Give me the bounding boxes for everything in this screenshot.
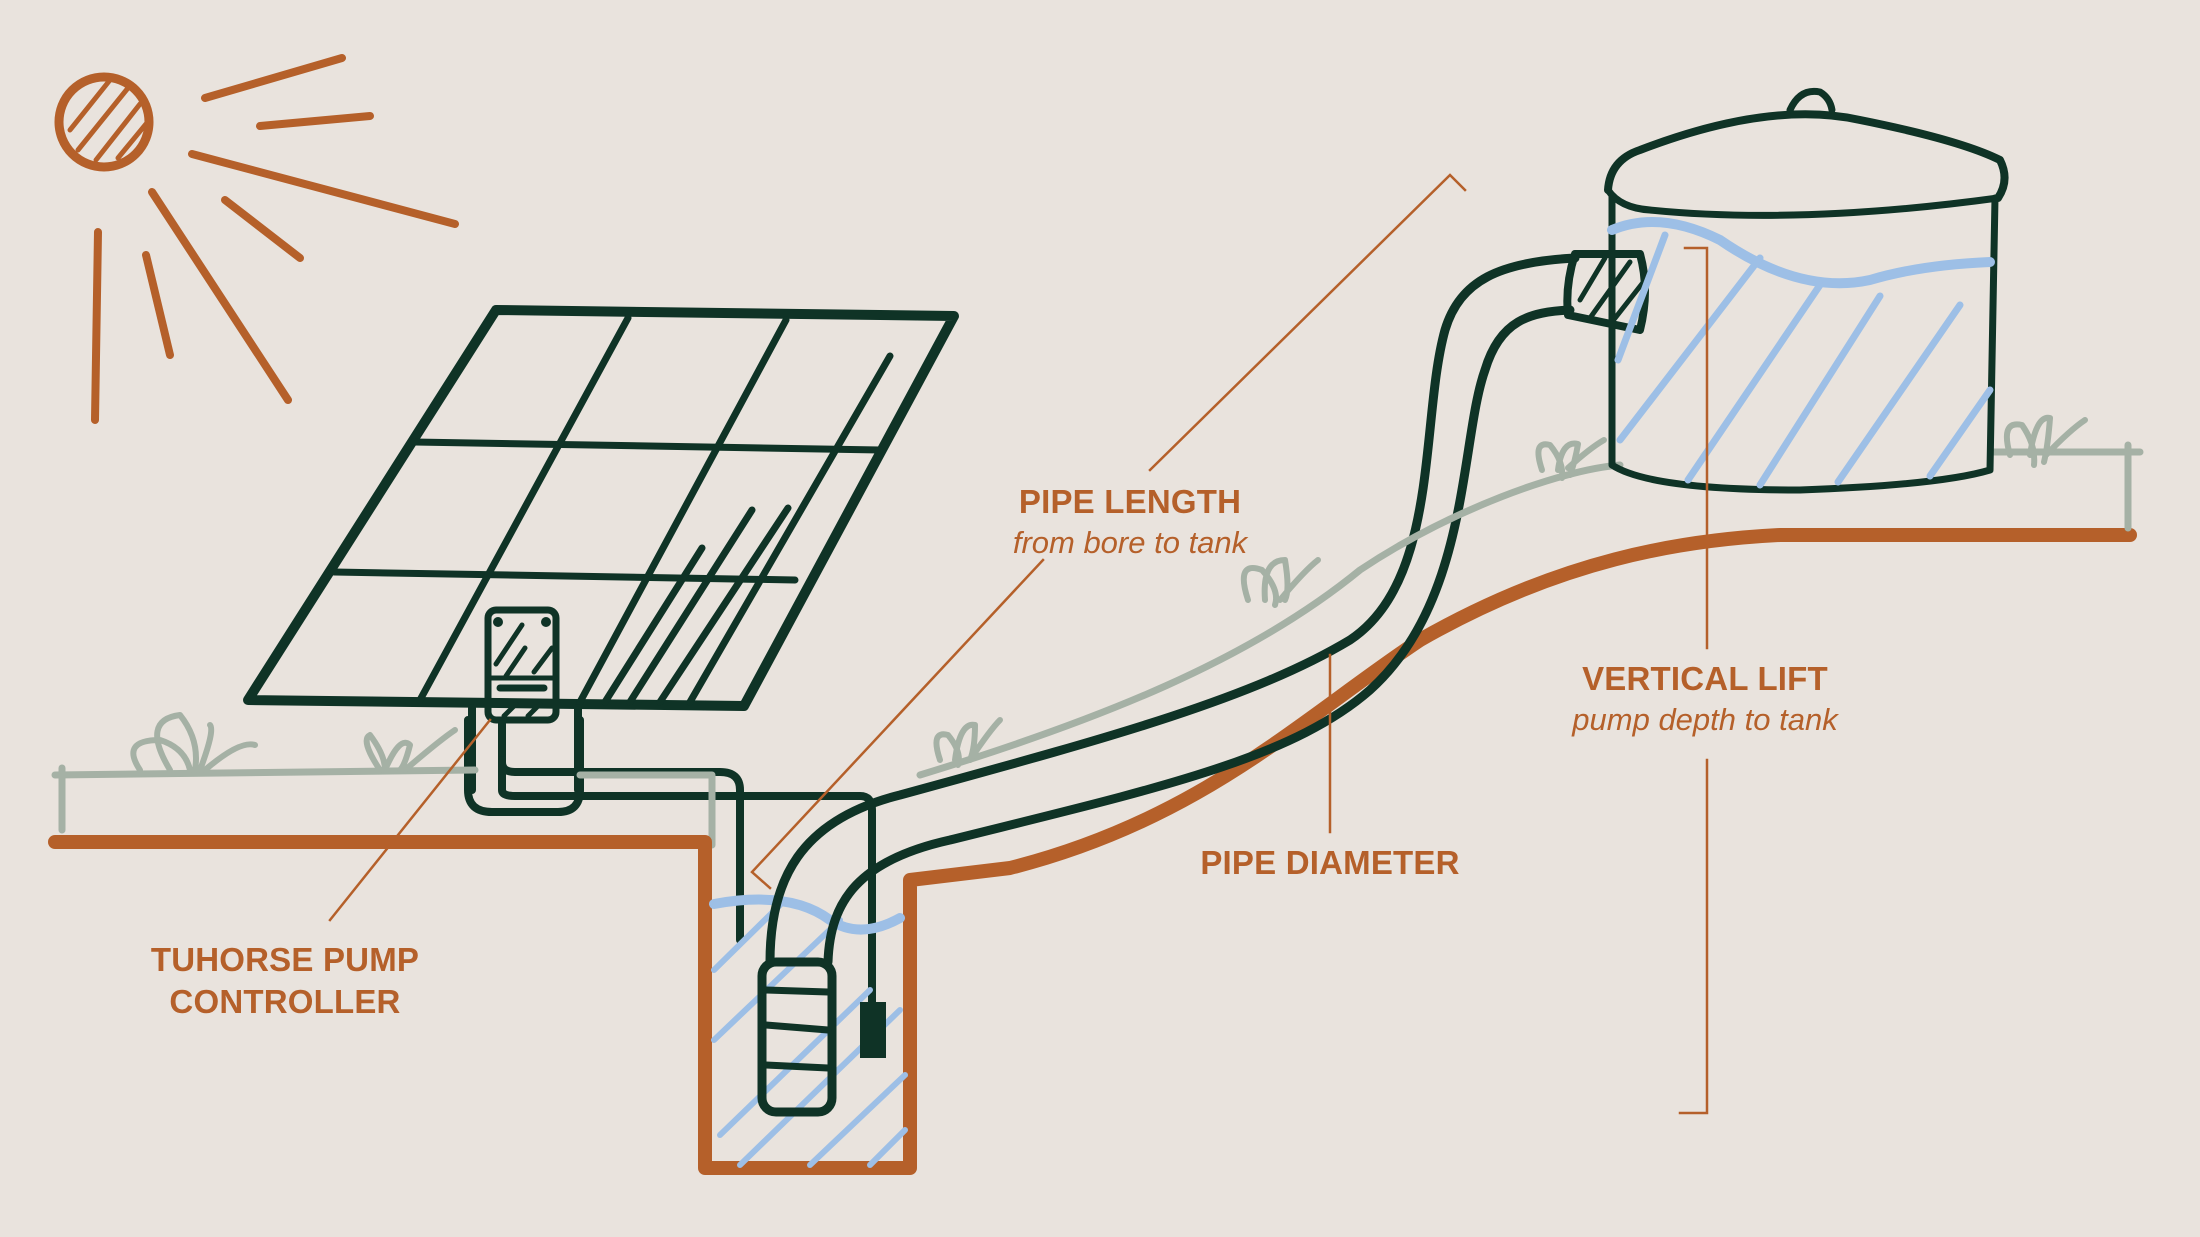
sun-disc [54,72,154,172]
vertical-lift-label: VERTICAL LIFT pump depth to tank [1535,658,1875,740]
pipe-diameter-label: PIPE DIAMETER [1185,842,1475,884]
ground-left [48,528,2137,1175]
controller-label: TUHORSE PUMP CONTROLLER [125,939,445,1023]
sun-hatching [67,77,149,163]
ground-right [916,414,2144,779]
delivery-pipe [765,250,1649,967]
float-switch [860,1002,886,1058]
pipe-diameter-title: PIPE DIAMETER [1200,844,1460,881]
controller-title-line1: TUHORSE PUMP [150,941,420,978]
pipe-length-label: PIPE LENGTH from bore to tank [960,481,1300,563]
water-tank [1604,87,2009,494]
sun-icon [54,54,459,424]
pump-controller [464,606,876,1044]
submersible-pump [757,957,837,1117]
vertical-lift-subtitle: pump depth to tank [1572,702,1838,737]
pipe-length-title: PIPE LENGTH [1018,483,1242,520]
sun-rays [91,54,459,424]
pipe-length-leader [750,173,1467,890]
vertical-lift-leader [1678,246,1709,1115]
controller-title-line2: CONTROLLER [169,983,401,1020]
pipe-length-subtitle: from bore to tank [1012,525,1248,560]
vertical-lift-title: VERTICAL LIFT [1582,660,1828,697]
controller-leader [328,718,492,922]
solar-panel [243,305,959,794]
